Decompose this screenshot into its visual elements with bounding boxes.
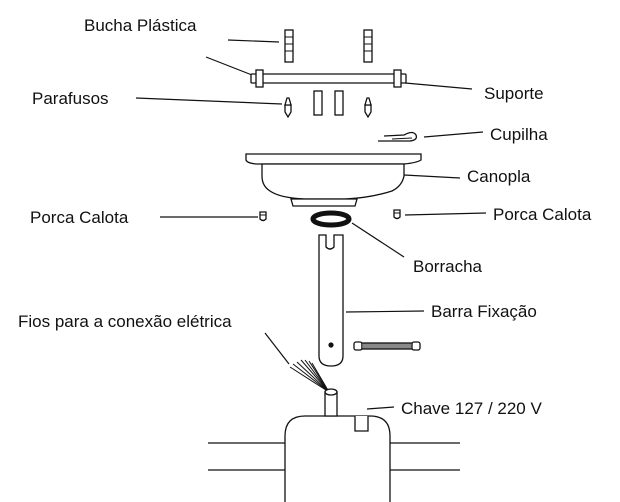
screw-right [364,97,372,119]
plastic-anchor-right [363,29,373,63]
wall-plug-1 [313,90,323,116]
electrical-wires [289,359,330,393]
label-parafusos: Parafusos [32,89,109,108]
label-porca-calota-right: Porca Calota [493,205,592,224]
screw-left [284,97,292,119]
downrod [318,234,344,367]
label-suporte: Suporte [484,84,544,103]
motor-housing [208,388,460,502]
canopy [245,153,422,207]
label-chave: Chave 127 / 220 V [401,399,542,418]
cotter-pin [378,131,418,142]
fixing-bolt [353,341,421,351]
rubber-ring [310,210,352,228]
leader-lines [135,39,487,410]
label-canopla: Canopla [467,167,531,186]
label-barra-fixacao: Barra Fixação [431,302,537,321]
wall-plug-2 [334,90,344,116]
plastic-anchor-left [284,29,294,63]
cap-nut-right [393,209,401,220]
label-borracha: Borracha [413,257,483,276]
cap-nut-left [259,211,267,222]
label-fios-conexao-eletrica: Fios para a conexão elétrica [18,312,232,331]
label-cupilha: Cupilha [490,125,548,144]
label-porca-calota-left: Porca Calota [30,208,129,227]
label-bucha-plastica: Bucha Plástica [84,16,197,35]
mounting-bracket [250,69,407,88]
